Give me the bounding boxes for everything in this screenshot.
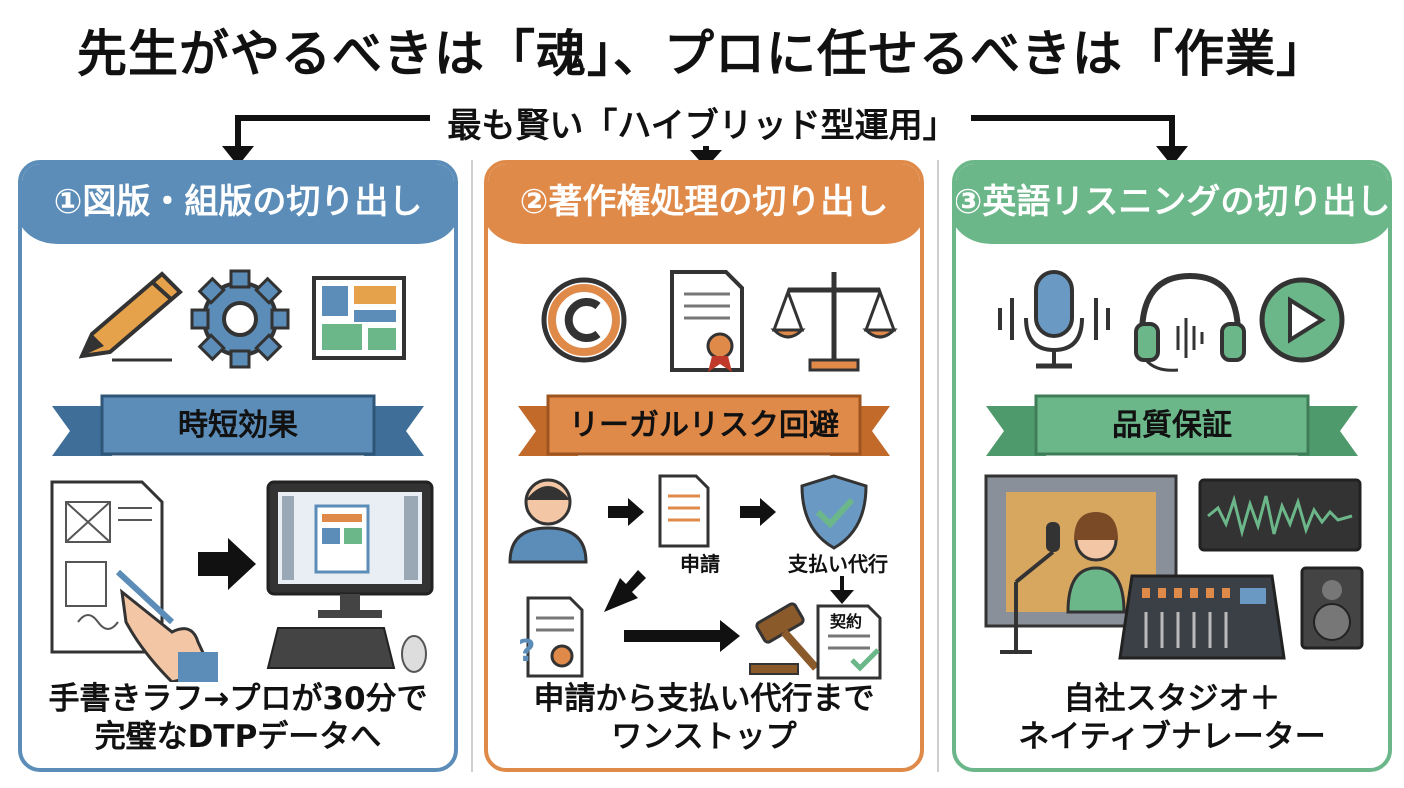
ribbon-label: 時短効果	[178, 408, 298, 443]
shield-icon	[800, 474, 868, 550]
arrow-long-right-icon	[624, 620, 740, 652]
hand-icon	[115, 569, 218, 682]
arrow-right-icon	[740, 498, 776, 526]
arrow-down-left-icon	[604, 570, 646, 612]
play-icon	[1259, 277, 1345, 363]
monitor-icon	[266, 480, 434, 673]
panel-heading: ①図版・組版の切り出し	[22, 164, 454, 244]
arrow-right-icon	[198, 538, 256, 590]
caption-line-1: 手書きラフ→プロが30分で	[48, 681, 428, 717]
certificate-small-icon	[526, 596, 584, 678]
certificate-icon	[670, 270, 744, 372]
subtitle-text: 最も賢い「ハイブリッド型運用」	[433, 106, 971, 146]
panel-caption: 自社スタジオ＋ ネイティブナレーター	[956, 680, 1388, 756]
separator-2	[937, 160, 939, 772]
gear-icon	[190, 269, 290, 369]
ribbon-legal-risk: リーガルリスク回避	[518, 392, 890, 462]
layout-icon	[312, 276, 406, 360]
panel-heading: ③英語リスニングの切り出し	[956, 164, 1388, 244]
subtitle: 最も賢い「ハイブリッド型運用」	[0, 98, 1404, 147]
caption-line-1: 申請から支払い代行まで	[533, 681, 875, 717]
panel-copyright: ②著作権処理の切り出し リー	[484, 160, 924, 772]
ribbon-time-saving: 時短効果	[52, 392, 424, 462]
question-mark: ?	[518, 634, 536, 669]
caption-line-2: 完璧なDTPデータへ	[94, 719, 382, 755]
ribbon-label: リーガルリスク回避	[569, 408, 839, 443]
panel-icons	[78, 269, 406, 369]
copyright-flow	[508, 474, 882, 680]
waveform-monitor-icon	[1198, 478, 1362, 552]
gavel-icon	[749, 602, 819, 675]
separator-1	[471, 160, 473, 772]
flow-label-payment: 支払い代行	[788, 552, 888, 576]
caption-line-2: ワンストップ	[611, 719, 797, 755]
arrow-right-icon	[608, 498, 644, 526]
person-icon	[508, 478, 588, 564]
scales-icon	[770, 272, 898, 372]
flow-label-apply: 申請	[680, 552, 720, 576]
headphones-icon	[1134, 272, 1246, 372]
panel-heading: ②著作権処理の切り出し	[488, 164, 920, 244]
arrow-down-icon	[830, 576, 854, 604]
dtp-illustration	[50, 480, 434, 682]
panel-icons	[541, 270, 898, 372]
mixer-icon	[1118, 574, 1286, 660]
caption-line-1: 自社スタジオ＋	[1063, 681, 1281, 717]
caption-line-2: ネイティブナレーター	[1018, 719, 1326, 755]
flow-label-contract: 契約	[830, 612, 863, 631]
panel-listening: ③英語リスニングの切り出し	[952, 160, 1392, 772]
pencil-icon	[78, 271, 183, 362]
ribbon-quality: 品質保証	[986, 392, 1358, 462]
studio-illustration	[984, 474, 1364, 660]
panel-icons	[998, 270, 1345, 372]
panel-caption: 申請から支払い代行まで ワンストップ	[488, 680, 920, 756]
page-title: 先生がやるべきは「魂」、プロに任せるべきは「作業」	[77, 25, 1327, 83]
ribbon-label: 品質保証	[1112, 408, 1232, 443]
microphone-icon	[998, 270, 1110, 369]
document-icon	[658, 474, 710, 548]
contract-icon	[816, 604, 882, 680]
panel-caption: 手書きラフ→プロが30分で 完璧なDTPデータへ	[22, 680, 454, 756]
speaker-icon	[1300, 566, 1364, 650]
copyright-icon	[541, 277, 627, 363]
panel-dtp: ①図版・組版の切り出し	[18, 160, 458, 772]
